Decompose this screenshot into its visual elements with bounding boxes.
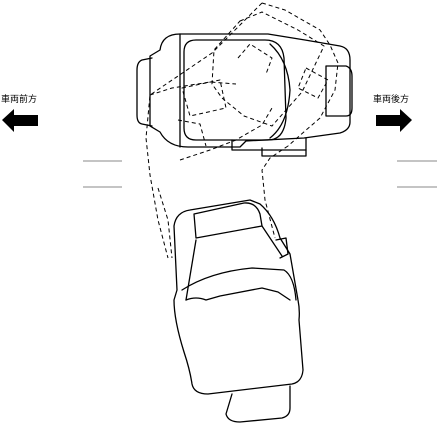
- arrow-left-icon: [2, 109, 38, 132]
- vehicle-front-label: 車両前方: [1, 95, 38, 105]
- vehicle-end-position: [173, 199, 304, 423]
- lane-guide-lines: [83, 160, 437, 188]
- vehicle-start-position: [136, 33, 353, 157]
- arrow-right-icon: [376, 109, 412, 132]
- vehicle-rear-label: 車両後方: [373, 95, 410, 105]
